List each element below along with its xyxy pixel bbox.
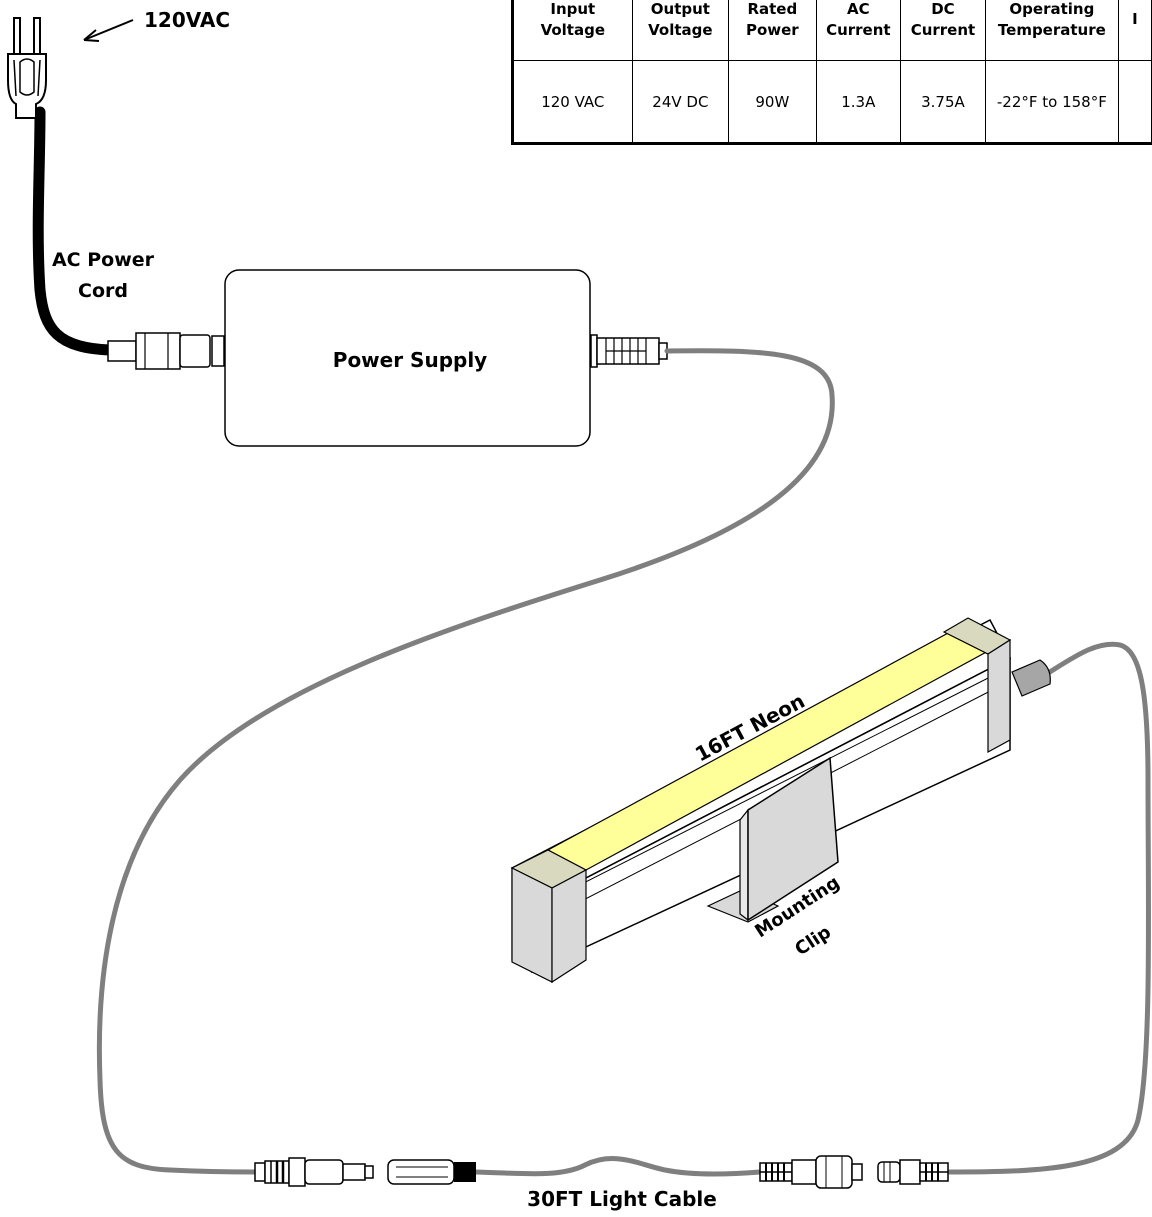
ac-cord-label-line1: AC Power — [52, 249, 155, 271]
ac-cord-label-line2: Cord — [78, 280, 128, 302]
spec-partial-cell — [1117, 60, 1152, 143]
spec-header-partial: I — [1117, 0, 1152, 61]
voltage-arrow-icon — [83, 19, 134, 42]
ac-power-cord — [32, 106, 116, 356]
voltage-label: 120VAC — [144, 8, 230, 32]
light-cable-mid — [472, 1156, 763, 1177]
cable-coupler-icon — [759, 1155, 949, 1189]
spec-input-voltage: 120 VAC — [513, 60, 633, 143]
spec-rated-power: 90W — [728, 60, 817, 143]
spec-header-input-voltage: Input Voltage — [513, 0, 633, 61]
power-supply-label: Power Supply — [333, 348, 487, 372]
mounting-clip-label-line2: Clip — [791, 922, 835, 961]
spec-operating-temperature: -22°F to 158°F — [984, 60, 1119, 143]
dc-cable — [96, 348, 835, 1175]
spec-ac-current: 1.3A — [815, 60, 902, 143]
power-supply-box — [224, 269, 591, 447]
mounting-clip — [706, 756, 839, 923]
light-cable-label: 30FT Light Cable — [527, 1187, 717, 1211]
dc-output-connector-icon — [590, 334, 668, 368]
spec-output-voltage: 24V DC — [631, 60, 730, 143]
barrel-plug-connector-icon — [254, 1157, 374, 1187]
light-cable-right — [945, 641, 1152, 1175]
ac-plug-icon — [7, 17, 47, 119]
ac-connector-icon — [107, 332, 225, 370]
spec-dc-current: 3.75A — [900, 60, 986, 143]
barrel-socket-connector-icon — [387, 1159, 476, 1185]
